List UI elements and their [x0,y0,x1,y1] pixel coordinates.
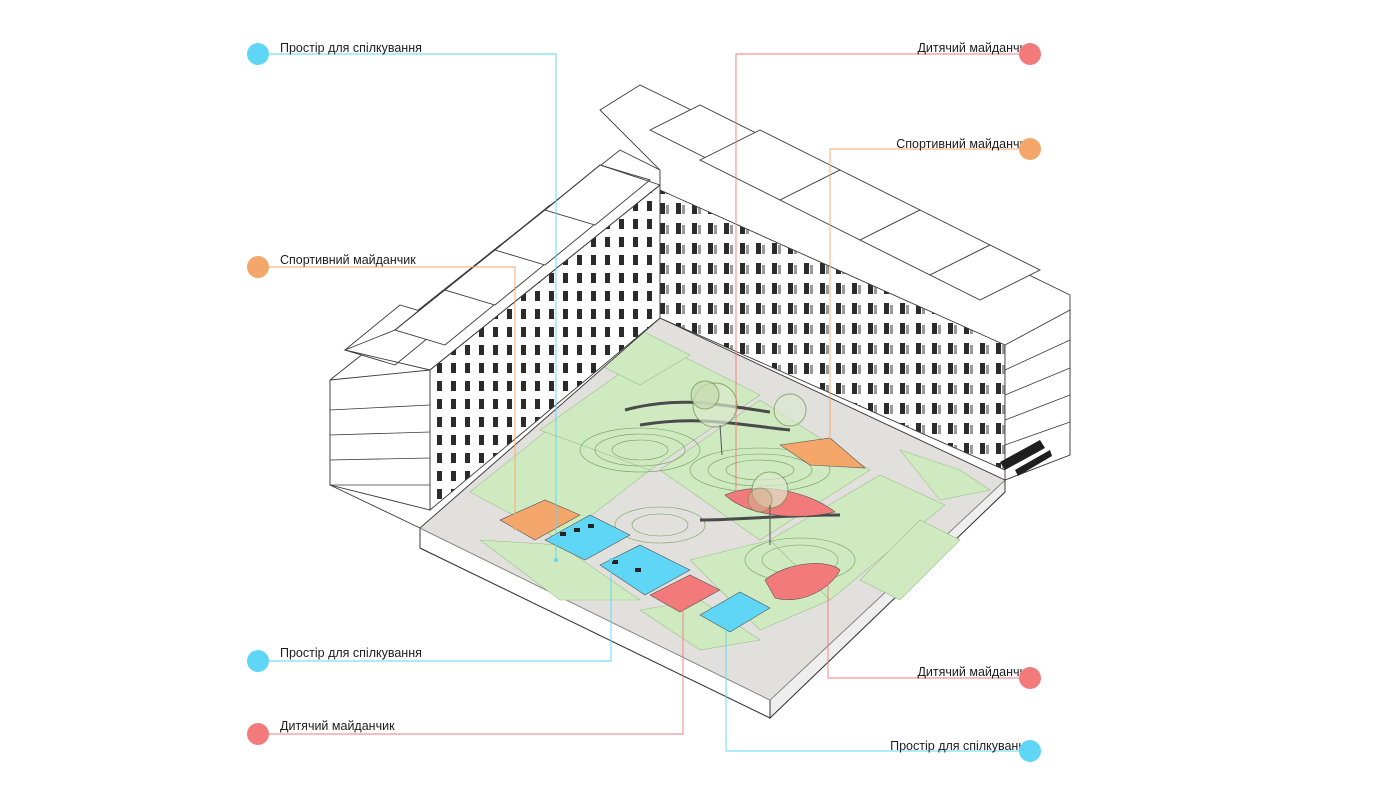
callout-label: Спортивний майданчик [896,137,1032,151]
leader-endpoint-comm-bottom-right [724,618,728,622]
activity-zones [499,437,866,633]
trees [690,380,807,545]
playground-zone-right-bottom [764,563,841,600]
leader-line-comm-bottom-left [268,560,612,662]
callout-label: Спортивний майданчик [280,253,416,267]
callout-label: Простір для спілкування [890,739,1032,753]
leader-line-sport-left [268,266,516,528]
playground-zone-bottom [649,574,721,613]
playground-marker-dot [1019,667,1041,689]
sports-marker-dot [247,256,269,278]
left-wing-building [329,149,661,529]
leader-line-sport-right [829,148,1019,458]
leader-endpoint-sport-left [513,526,517,530]
communication-marker-dot [1019,740,1041,762]
leader-endpoint-sport-right [828,456,832,460]
communication-marker-dot [247,43,269,65]
communication-zone-1 [544,514,631,561]
corner-details [1000,440,1052,476]
communication-zone-2 [599,544,691,596]
leader-line-play-bottom-right [827,578,1019,679]
leader-line-play-top-right [735,53,1019,495]
leader-endpoint-play-bottom-left [681,601,685,605]
callout-label: Дитячий майданчик [280,719,395,733]
callout-leader-lines [268,53,1019,752]
sports-marker-dot [1019,138,1041,160]
leader-endpoint-comm-bottom-left [609,558,613,562]
leader-line-comm-top-left [268,53,557,560]
communication-marker-dot [247,650,269,672]
leader-endpoint-comm-top-left [554,558,558,562]
callout-label: Дитячий майданчик [917,665,1032,679]
right-wing-building [599,84,1071,481]
bench-marks [560,524,641,572]
leader-endpoint-play-top-right [734,493,738,497]
leader-line-comm-bottom-right [725,620,1019,752]
playground-marker-dot [1019,43,1041,65]
leader-endpoint-play-bottom-right [826,576,830,580]
callout-label: Простір для спілкування [280,41,422,55]
playground-marker-dot [247,723,269,745]
communication-zone-3 [699,591,771,633]
sports-zone-left [499,499,581,541]
callout-label: Дитячий майданчик [917,41,1032,55]
callout-label: Простір для спілкування [280,646,422,660]
lawn-contours [579,427,856,583]
leader-line-play-bottom-left [268,603,684,735]
sports-zone-right [779,437,866,469]
